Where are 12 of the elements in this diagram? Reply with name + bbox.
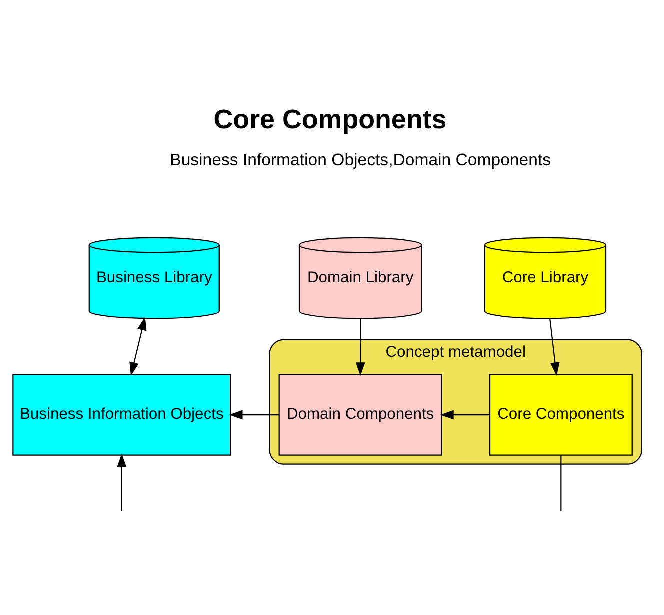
arrow <box>440 410 490 420</box>
arrow <box>356 318 366 376</box>
arrow <box>130 316 147 376</box>
node-box: Business Information Objects <box>12 374 232 456</box>
arrow <box>550 318 560 376</box>
arrow <box>117 453 127 511</box>
connector <box>560 454 562 511</box>
node-box: Domain Components <box>278 374 442 456</box>
label: Business Information Objects,Domain Components <box>170 150 552 170</box>
node-box: Core Components <box>489 374 633 456</box>
arrow <box>229 410 280 420</box>
diagram-title: Core Components <box>214 104 447 134</box>
